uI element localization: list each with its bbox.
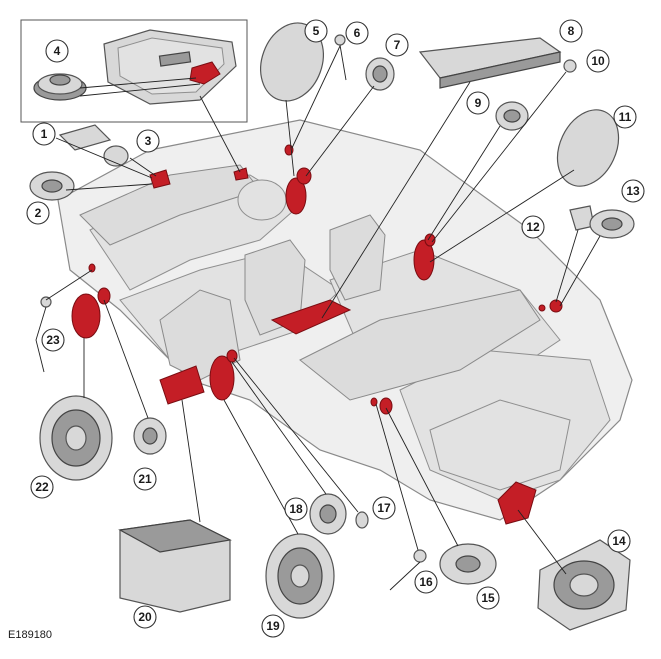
callout-4: 4 — [45, 39, 69, 63]
svg-text:15: 15 — [481, 591, 495, 605]
callout-3: 3 — [136, 129, 160, 153]
svg-text:16: 16 — [419, 575, 433, 589]
svg-text:6: 6 — [354, 26, 361, 40]
callout-19: 19 — [261, 614, 285, 638]
loose-parts — [29, 22, 635, 631]
svg-text:11: 11 — [619, 110, 632, 124]
callout-2: 2 — [26, 201, 50, 225]
callout-21: 21 — [133, 467, 157, 491]
svg-text:7: 7 — [394, 38, 401, 52]
svg-text:17: 17 — [377, 501, 391, 515]
callout-7: 7 — [385, 33, 409, 57]
callout-5: 5 — [304, 19, 328, 43]
callout-18: 18 — [284, 497, 308, 521]
callout-1: 1 — [32, 122, 56, 146]
callout-22: 22 — [30, 475, 54, 499]
svg-text:10: 10 — [591, 54, 605, 68]
figure-id-label: E189180 — [8, 629, 53, 641]
svg-text:5: 5 — [313, 24, 320, 38]
svg-text:21: 21 — [138, 472, 152, 486]
svg-text:14: 14 — [612, 534, 626, 548]
overhead-console-inset — [20, 19, 248, 123]
svg-text:8: 8 — [568, 24, 575, 38]
leader-lines — [45, 45, 601, 575]
callout-16: 16 — [414, 570, 438, 594]
svg-text:13: 13 — [626, 184, 640, 198]
svg-text:12: 12 — [526, 220, 540, 234]
callout-8: 8 — [559, 19, 583, 43]
svg-text:1: 1 — [41, 127, 48, 141]
svg-text:9: 9 — [475, 96, 482, 110]
svg-text:22: 22 — [35, 480, 49, 494]
callout-11: 11 — [613, 105, 637, 129]
overhead-speaker-part — [33, 73, 87, 101]
callout-6: 6 — [345, 21, 369, 45]
vehicle-cutaway — [57, 119, 633, 521]
svg-text:3: 3 — [145, 134, 152, 148]
svg-text:4: 4 — [54, 44, 61, 58]
callout-10: 10 — [586, 49, 610, 73]
svg-text:18: 18 — [289, 502, 303, 516]
svg-text:19: 19 — [266, 619, 280, 633]
callout-23: 23 — [41, 328, 65, 352]
callout-14: 14 — [607, 529, 631, 553]
callout-9: 9 — [466, 91, 490, 115]
svg-text:20: 20 — [138, 610, 152, 624]
callout-13: 13 — [621, 179, 645, 203]
callout-20: 20 — [133, 605, 157, 629]
callout-17: 17 — [372, 496, 396, 520]
callout-markers: 1 2 3 4 5 6 7 8 9 10 11 12 13 14 15 16 1… — [26, 19, 645, 638]
svg-text:2: 2 — [35, 206, 42, 220]
highlighted-components — [71, 144, 563, 525]
callout-12: 12 — [521, 215, 545, 239]
callout-15: 15 — [476, 586, 500, 610]
svg-text:23: 23 — [46, 333, 60, 347]
